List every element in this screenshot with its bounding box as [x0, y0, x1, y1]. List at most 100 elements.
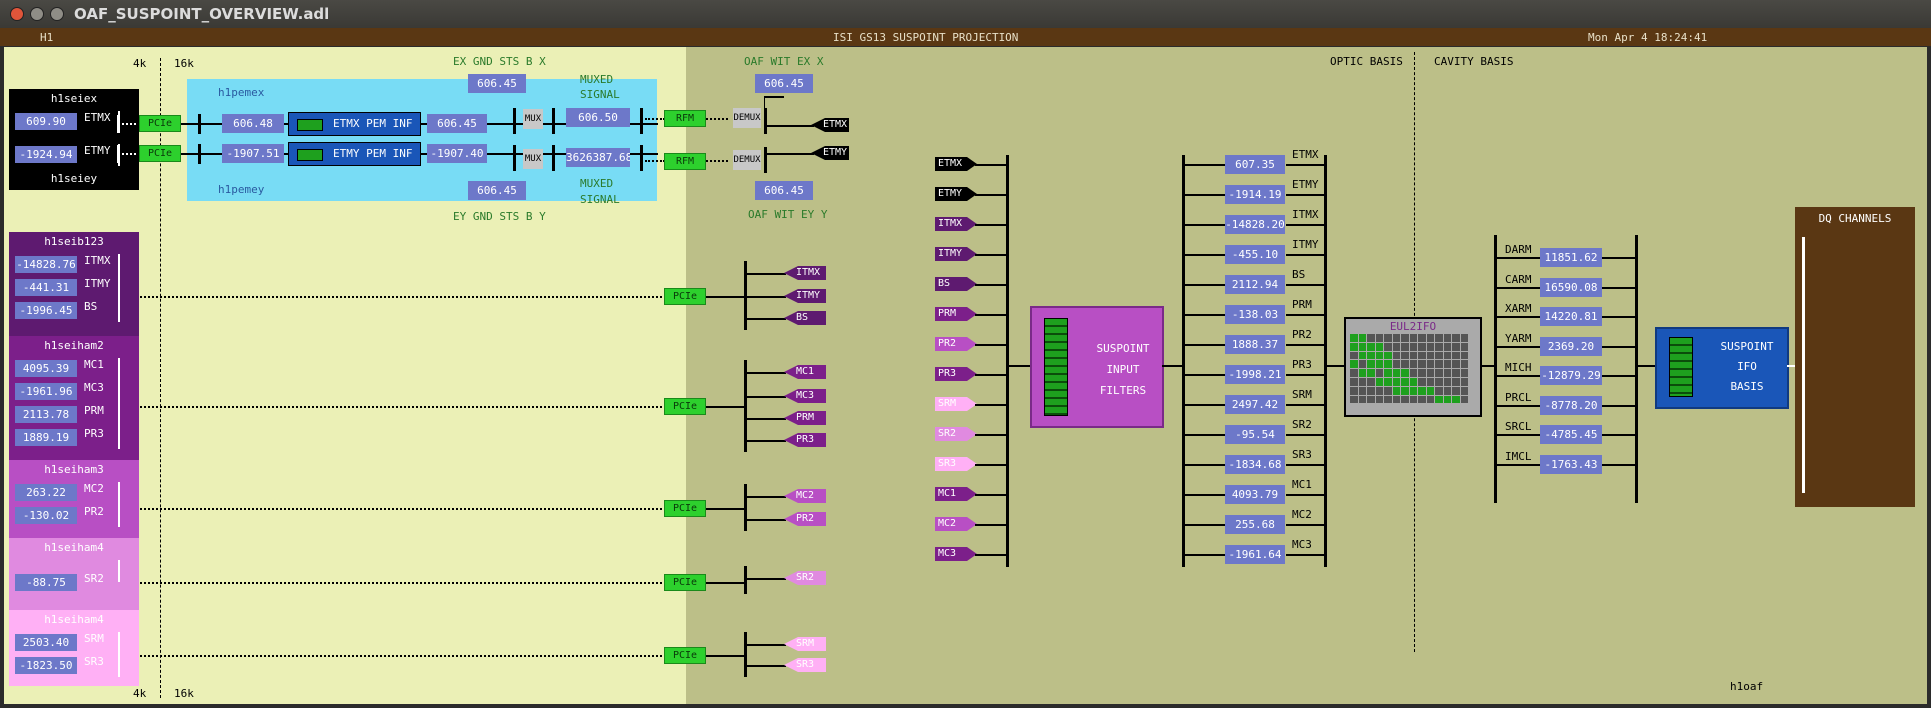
matrix-cell [1409, 351, 1417, 360]
etmy-pem-inf-label: ETMY PEM INF [333, 147, 413, 160]
matrix-cell [1358, 378, 1366, 386]
cavity-value: 11851.62 [1540, 248, 1602, 267]
matrix-cell [1452, 369, 1460, 377]
sei-channel-mc1: MC1 [84, 358, 104, 371]
optic-line-r [1286, 434, 1326, 436]
optic-channel-pr3: PR3 [1292, 358, 1312, 371]
matrix-cell [1443, 378, 1451, 386]
sei-value: -1823.50 [15, 657, 77, 674]
matrix-cell [1435, 360, 1443, 369]
matrix-cell [1384, 351, 1392, 360]
pcie-out-line [706, 582, 746, 584]
sei-value: -130.02 [15, 507, 77, 524]
matrix-cell [1426, 378, 1434, 386]
matrix-cell [1426, 369, 1434, 377]
eul2ifo-matrix[interactable]: EUL2IFO [1344, 317, 1482, 417]
matrix-cell [1350, 378, 1358, 386]
matrix-cell [1392, 351, 1400, 360]
matrix-cell [1418, 334, 1426, 342]
optic-channel-mc3: MC3 [1292, 538, 1312, 551]
cavity-line-r [1602, 257, 1636, 259]
mux-y-bar2 [552, 145, 555, 171]
optic-value: 607.35 [1225, 155, 1285, 174]
optic-channel-itmy: ITMY [1292, 238, 1319, 251]
matrix-cell [1384, 386, 1392, 395]
optic-channel-sr2: SR2 [1292, 418, 1312, 431]
matrix-cell [1358, 342, 1366, 351]
etmx-pem-in-value: 606.48 [222, 114, 284, 133]
rate-divider [160, 58, 161, 698]
etmx-pem-out-value: 606.45 [427, 114, 487, 133]
etmx-pem-inf-block[interactable]: ETMX PEM INF [288, 112, 421, 136]
matrix-cell [1426, 351, 1434, 360]
maximize-icon[interactable] [50, 7, 64, 21]
matrix-cell [1358, 360, 1366, 369]
sei-name: h1seib123 [44, 235, 104, 248]
matrix-cell [1452, 378, 1460, 386]
filters-output-link [1162, 365, 1184, 367]
muxed-ey-label-1: MUXED [580, 177, 614, 190]
matrix-cell [1443, 351, 1451, 360]
sei-channel-sr3: SR3 [84, 655, 104, 668]
fan-line [746, 296, 786, 298]
sei-value: 609.90 [15, 113, 77, 130]
suspoint-input-filters[interactable]: SUSPOINT INPUT FILTERS [1030, 306, 1164, 428]
minimize-icon[interactable] [30, 7, 44, 21]
suspoint-ifo-basis[interactable]: SUSPOINT IFO BASIS [1655, 327, 1789, 409]
matrix-cell [1460, 351, 1468, 360]
cavity-line [1496, 286, 1540, 289]
matrix-cell [1392, 378, 1400, 386]
matrix-cell [1375, 369, 1383, 377]
optic-line [1184, 554, 1226, 556]
timestamp: Mon Apr 4 18:24:41 [1588, 31, 1708, 44]
fan-bus [744, 261, 747, 330]
demux-x: DEMUX [733, 108, 761, 128]
input-tag-mc2: MC2 [935, 517, 977, 531]
cavity-value: 14220.81 [1540, 307, 1602, 326]
optic-line-r [1286, 494, 1326, 496]
sei-channel-pr2: PR2 [84, 505, 104, 518]
pcie-out-line [706, 406, 746, 408]
matrix-cell [1358, 395, 1366, 404]
rate-16k-top: 16k [174, 57, 194, 70]
cavity-line [1496, 434, 1540, 436]
cavity-line-r [1602, 404, 1636, 407]
matrix-cell [1392, 386, 1400, 395]
sei-value: -1961.96 [15, 383, 77, 400]
matrix-cell [1435, 351, 1443, 360]
matrix-cell [1384, 334, 1392, 342]
input-line [975, 224, 1007, 226]
cavity-basis-label: CAVITY BASIS [1434, 55, 1514, 68]
oaf-wit-ey-label: OAF WIT EY Y [748, 208, 828, 221]
suspoint-input-line: FILTERS [1099, 384, 1147, 397]
ey-gnd-label: EY GND STS B Y [453, 210, 546, 223]
optic-value: -138.03 [1225, 305, 1285, 324]
cavity-value: -12879.29 [1540, 366, 1602, 385]
sei-bus [118, 560, 120, 582]
ex-gnd-value: 606.45 [468, 74, 526, 93]
mux-x-bar3 [640, 108, 643, 134]
sei-dotted-link [140, 655, 662, 657]
matrix-cell [1401, 351, 1409, 360]
matrix-cell [1401, 342, 1409, 351]
optic-channel-etmx: ETMX [1292, 148, 1319, 161]
h1pemex-label: h1pemex [218, 86, 265, 99]
sei-value: -441.31 [15, 279, 77, 296]
close-icon[interactable] [10, 7, 24, 21]
fan-line [746, 578, 786, 580]
matrix-cell [1367, 334, 1375, 342]
matrix-cell [1435, 369, 1443, 377]
sei-channel-srm: SRM [84, 632, 104, 645]
optic-line [1184, 314, 1226, 316]
optic-value: -1914.19 [1225, 185, 1285, 204]
window-title: OAF_SUSPOINT_OVERVIEW.adl [74, 5, 330, 23]
cavity-line [1496, 257, 1540, 259]
pcie-out-line [706, 655, 746, 657]
optic-channel-sr3: SR3 [1292, 448, 1312, 461]
cavity-value: 16590.08 [1540, 277, 1602, 297]
sei-value: 1889.19 [15, 429, 77, 446]
etmy-pem-inf-block[interactable]: ETMY PEM INF [288, 142, 421, 166]
rate-4k-top: 4k [133, 57, 147, 70]
matrix-grid [1350, 334, 1474, 408]
